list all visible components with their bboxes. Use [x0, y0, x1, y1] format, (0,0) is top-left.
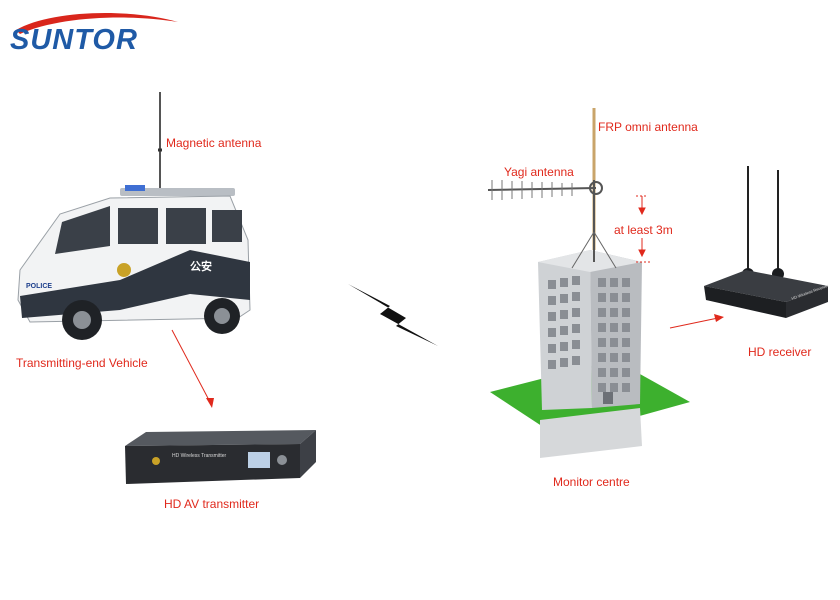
height-requirement-label: at least 3m	[614, 223, 673, 237]
yagi-antenna-icon	[487, 180, 603, 200]
wireless-link-bolt-icon	[348, 284, 438, 346]
suntor-logo-text: SUNTOR	[10, 24, 138, 56]
monitor-centre-building-icon	[490, 250, 690, 458]
frp-omni-antenna-label: FRP omni antenna	[598, 120, 698, 134]
hd-receiver-device	[704, 166, 828, 318]
hd-av-transmitter-label: HD AV transmitter	[164, 497, 260, 511]
van-front-text: POLICE	[26, 283, 52, 290]
suntor-logo-swoosh	[16, 12, 178, 34]
police-van-icon	[17, 92, 251, 340]
building-to-receiver-arrow	[669, 314, 724, 329]
transmitting-vehicle-label: Transmitting-end Vehicle	[16, 356, 148, 370]
hd-av-transmitter-device	[125, 430, 316, 484]
transmitter-panel-text: HD Wireless Transmitter	[172, 453, 227, 459]
height-dimension-marker	[636, 195, 652, 263]
van-to-transmitter-arrow	[171, 329, 214, 408]
yagi-antenna-label: Yagi antenna	[504, 165, 574, 179]
van-side-text: 公安	[190, 259, 212, 273]
hd-receiver-label: HD receiver	[748, 345, 812, 359]
magnetic-antenna-label: Magnetic antenna	[166, 136, 262, 150]
monitor-centre-label: Monitor centre	[553, 475, 630, 489]
